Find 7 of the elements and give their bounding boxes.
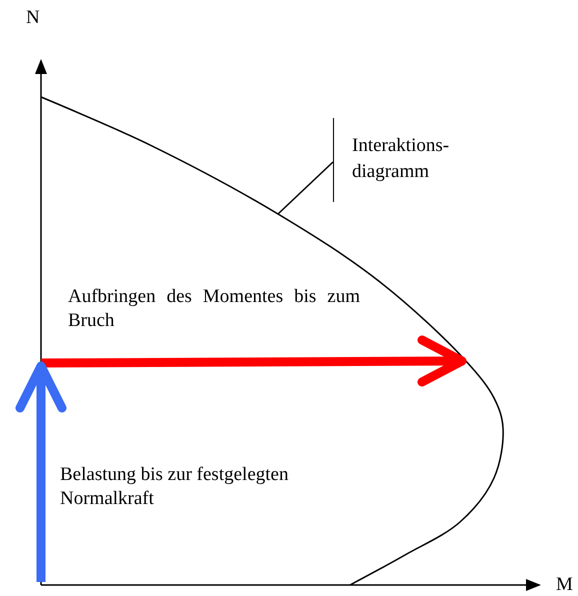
annotation-text: Belastung bis zur festgelegten Normalkraft: [60, 463, 290, 510]
curve-label: Interaktions- diagramm: [352, 134, 450, 184]
leader-line: [277, 161, 334, 215]
interaction-curve: [40, 96, 504, 586]
axis-label: N: [26, 6, 41, 30]
annotation-text: Aufbringen des Momentes bis zum Bruch: [68, 285, 360, 332]
axis-label: M: [556, 573, 574, 596]
